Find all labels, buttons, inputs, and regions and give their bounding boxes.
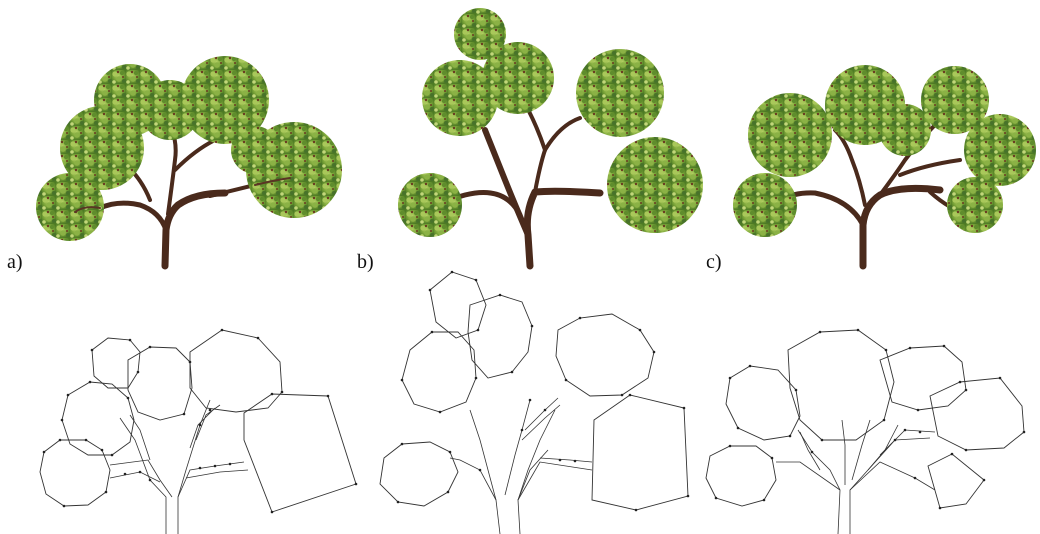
skeleton-a-vertices <box>42 328 358 514</box>
tree-skeleton-c <box>705 328 1026 534</box>
panel-label-c: c) <box>706 251 722 273</box>
skeleton-c-vertices <box>714 328 1026 510</box>
panel-label-b: b) <box>357 251 374 273</box>
tree-a-crowns <box>36 56 342 241</box>
tree-rendering-a <box>36 56 342 270</box>
panel-label-a: a) <box>7 251 23 273</box>
tree-rendering-b <box>398 8 703 270</box>
skeleton-b-vertices <box>396 270 690 512</box>
tree-skeleton-a <box>39 328 358 534</box>
tree-rendering-c <box>733 65 1036 270</box>
tree-skeleton-b <box>379 270 690 534</box>
tree-c-crowns <box>733 65 1036 237</box>
tree-b-crowns <box>398 8 703 237</box>
